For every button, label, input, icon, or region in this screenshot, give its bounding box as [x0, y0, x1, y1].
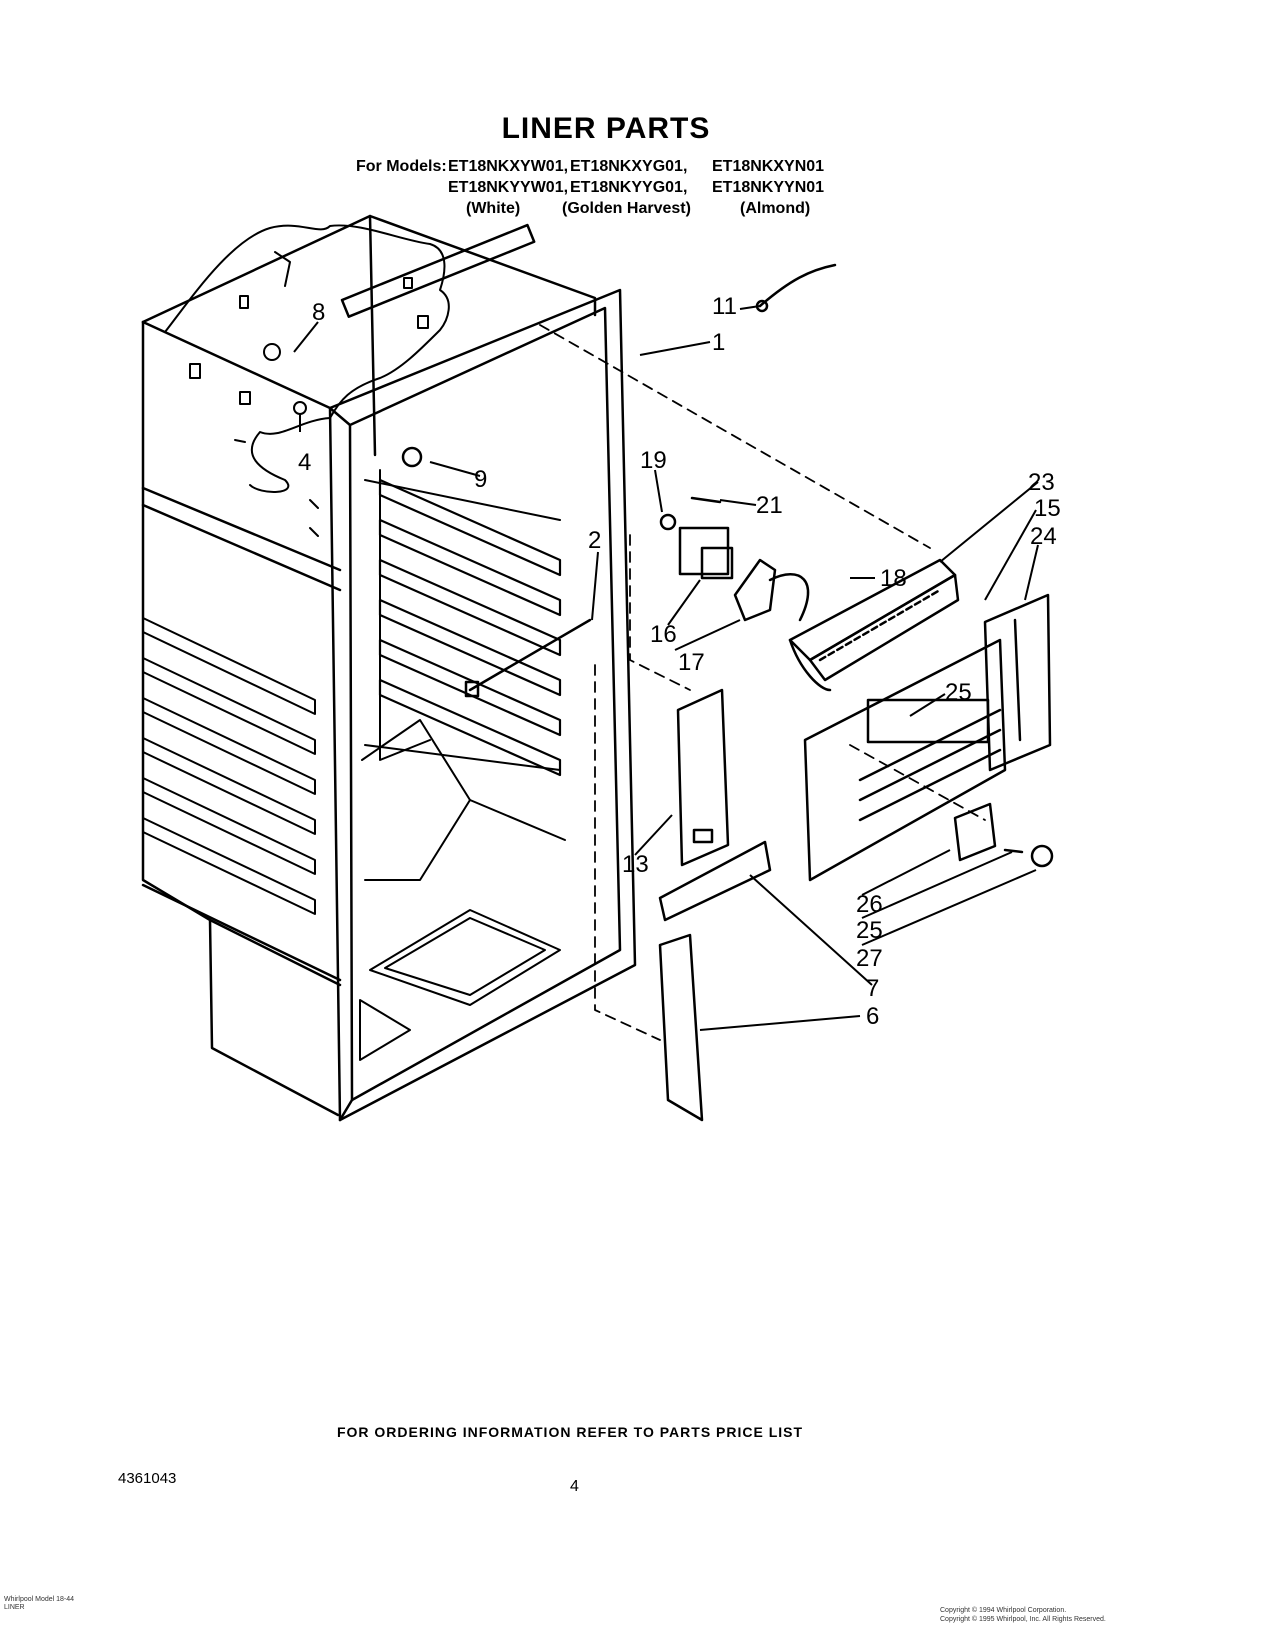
callout-label: 4 [298, 449, 311, 476]
liner-interior [359, 469, 566, 1061]
leader-lines [293, 305, 1039, 1031]
callout-label: 2 [588, 527, 601, 554]
part-13-panel [676, 688, 730, 867]
ordering-info: FOR ORDERING INFORMATION REFER TO PARTS … [336, 1424, 804, 1440]
model-number: ET18NKXYW01, [448, 158, 569, 175]
assembly-lines [539, 324, 986, 1041]
callout-label: 15 [1034, 495, 1061, 522]
callout-label: 21 [756, 492, 783, 519]
part-9-socket [401, 446, 423, 468]
part-23-grille [788, 558, 960, 692]
callout-label: 25 [945, 679, 972, 706]
fan-motor-assembly [659, 496, 810, 622]
callout-label: 27 [856, 945, 883, 972]
copyright-line: Copyright © 1995 Whirlpool, Inc. All Rig… [940, 1616, 1106, 1623]
parts-26-27 [953, 802, 1054, 868]
callout-labels: 11 1 8 4 9 19 21 2 23 15 24 18 16 17 25 … [298, 293, 1061, 1030]
part-7-bracket [658, 840, 772, 922]
callout-label: 26 [856, 891, 883, 918]
cabinet-outer-shell [141, 214, 597, 1117]
side-vents [142, 617, 316, 915]
color-label: (Almond) [740, 200, 811, 217]
color-label: (White) [466, 200, 521, 217]
part-6-panel [658, 933, 704, 1122]
callout-label: 11 [712, 293, 737, 320]
color-label: (Golden Harvest) [562, 200, 691, 217]
models-prefix: For Models: [356, 158, 447, 175]
small-print-line: LINER [4, 1604, 25, 1611]
callout-label: 6 [866, 1003, 879, 1030]
cutaway-details [189, 251, 429, 537]
model-number: ET18NKXYG01, [570, 158, 688, 175]
callout-label: 23 [1028, 469, 1055, 496]
part-24-cover [803, 593, 1052, 882]
small-print-left: Whirlpool Model 18-44 LINER [4, 1596, 74, 1612]
liner-front-frame [328, 223, 637, 1122]
thermostat-part [464, 618, 592, 698]
model-number: ET18NKYYN01 [712, 179, 825, 196]
cutaway-outline [164, 224, 450, 493]
model-number: ET18NKYYW01, [448, 179, 569, 196]
callout-label: 1 [712, 329, 725, 356]
callout-label: 13 [622, 851, 649, 878]
document-number: 4361043 [118, 1470, 177, 1487]
small-print-line: Whirlpool Model 18-44 [4, 1596, 75, 1603]
liner-shelves [378, 478, 562, 777]
copyright-notice: Copyright © 1994 Whirlpool Corporation. … [940, 1606, 1106, 1624]
copyright-line: Copyright © 1994 Whirlpool Corporation. [940, 1607, 1067, 1614]
part-11-wire [758, 263, 837, 308]
callout-label: 17 [678, 649, 705, 676]
model-number: ET18NKYYG01, [570, 179, 688, 196]
callout-label: 16 [650, 621, 677, 648]
callout-label: 9 [474, 466, 487, 493]
callout-label: 19 [640, 447, 667, 474]
callout-label: 8 [312, 299, 325, 326]
callout-label: 24 [1030, 523, 1057, 550]
callout-label: 25 [856, 917, 883, 944]
page-title: LINER PARTS [501, 112, 711, 145]
page-number: 4 [570, 1478, 579, 1495]
callout-label: 7 [866, 975, 879, 1002]
model-number: ET18NKXYN01 [712, 158, 825, 175]
callout-label: 18 [880, 565, 907, 592]
